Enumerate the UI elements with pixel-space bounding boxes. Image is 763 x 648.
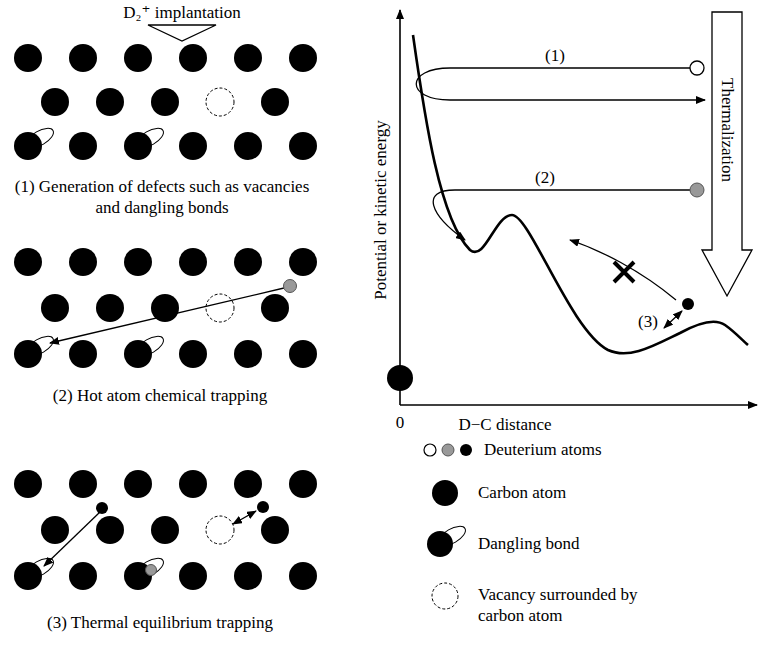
potential-curve [413,35,748,353]
carbon-atom [69,248,97,276]
axis-label: (2) [535,167,555,188]
vacancy [206,88,234,116]
carbon-atom [234,562,262,590]
carbon-atom [96,516,124,544]
deuterium-atom [284,280,297,293]
panel-caption: (3) Thermal equilibrium trapping [47,612,273,633]
carbon-atom [96,294,124,322]
carbon-atom [234,132,262,160]
carbon-atom [179,248,207,276]
trajectory-arrow [233,511,256,524]
deuterium-atom [257,501,269,513]
legend-sample [432,480,458,506]
carbon-atom [289,470,317,498]
deuterium-atom [682,298,694,310]
axis-label: Thermalization [716,78,737,182]
panel-caption: (1) Generation of defects such as vacanc… [12,176,312,219]
blocked-mark [614,262,634,282]
carbon-atom [41,294,69,322]
axis-label: (3) [638,311,658,332]
carbon-atom [387,365,413,391]
x-axis [400,404,757,406]
carbon-atom [69,470,97,498]
carbon-atom [14,44,42,72]
carbon-atom [234,470,262,498]
legend-sample [442,444,454,456]
carbon-atom [289,132,317,160]
legend-sample [460,444,472,456]
axis-label: D₂⁺ implantation [123,2,240,23]
carbon-atom [289,340,317,368]
trajectory-arrow [570,240,676,300]
carbon-atom [69,340,97,368]
carbon-atom [261,88,289,116]
axis-label: (1) [545,45,565,66]
deuterium-atom [96,502,108,514]
carbon-atom [151,516,179,544]
carbon-atom [179,132,207,160]
carbon-atom [289,248,317,276]
carbon-atom [261,294,289,322]
legend-text: Vacancy surrounded by carbon atom [478,584,663,627]
legend-text: Carbon atom [478,482,566,503]
carbon-atom [234,248,262,276]
vacancy [206,294,234,322]
carbon-atom [69,562,97,590]
carbon-atom [289,44,317,72]
deuterium-atom [690,183,704,197]
carbon-atom [69,132,97,160]
carbon-atom [41,88,69,116]
legend-sample [432,583,458,609]
carbon-atom [69,44,97,72]
legend-sample [436,522,469,549]
carbon-atom [179,340,207,368]
axis-label: D−C distance [458,414,551,435]
trajectory-arrow [664,311,682,328]
legend-sample [424,444,436,456]
carbon-atom [41,516,69,544]
carbon-atom [96,88,124,116]
carbon-atom [151,88,179,116]
deuterium-atom [690,61,704,75]
dangling-bond [24,332,57,359]
dangling-bond [24,124,57,151]
lattice [14,44,317,590]
carbon-atom [179,44,207,72]
carbon-atom [14,470,42,498]
carbon-atom [289,562,317,590]
trajectory-arrow [433,190,690,240]
legend-text: Deuterium atoms [484,439,602,460]
carbon-atom [124,44,152,72]
thermalization-arrow [702,12,752,296]
deuterium-atom [146,565,157,576]
trajectory-arrow [44,512,100,566]
legend-text: Dangling bond [478,533,580,554]
dangling-bond [134,332,167,359]
carbon-atom [179,562,207,590]
trajectory-arrow [416,68,705,100]
vacancy [206,516,234,544]
trajectory-arrow [50,288,284,343]
carbon-atom [234,340,262,368]
dangling-bond [134,124,167,151]
panel-caption: (2) Hot atom chemical trapping [53,385,267,406]
carbon-atom [179,470,207,498]
carbon-atom [234,44,262,72]
implant-arrow [148,25,216,41]
carbon-atom [14,248,42,276]
dangling-bond [134,554,167,581]
axis-label: 0 [396,412,405,433]
carbon-atom [124,248,152,276]
axis-label: Potential or kinetic energy [370,120,391,300]
carbon-atom [261,516,289,544]
carbon-atom [124,470,152,498]
y-axis [399,10,401,405]
